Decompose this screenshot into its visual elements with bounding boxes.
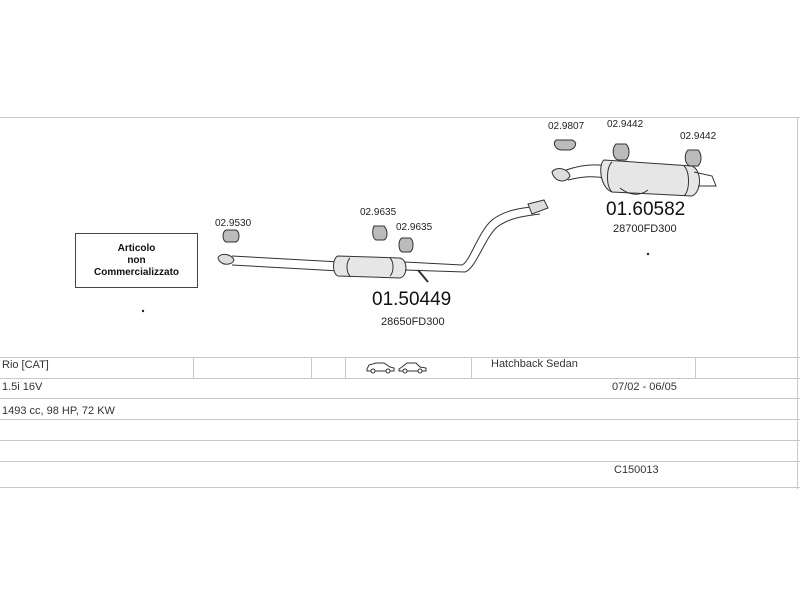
rear-flange: [551, 168, 571, 182]
dot-marker-b: [646, 252, 650, 256]
row-divider-5: [0, 440, 800, 441]
car-hatchback-icon: [366, 362, 395, 374]
body-types: Hatchback Sedan: [491, 358, 578, 370]
top-border: [0, 117, 800, 118]
tail-pipe: [693, 171, 717, 187]
col-divider-1: [193, 357, 194, 378]
part-code-02-9635-b[interactable]: 02.9635: [396, 222, 433, 233]
col-divider-4: [471, 357, 472, 378]
rear-muffler: [600, 159, 700, 197]
hanger-02-9442-b: [684, 149, 702, 167]
car-sedan-icon: [398, 362, 427, 374]
engine-specs: 1493 cc, 98 HP, 72 KW: [2, 405, 115, 417]
note-line-3: Commercializzato: [93, 266, 180, 278]
production-years: 07/02 - 06/05: [612, 381, 677, 393]
front-flange: [217, 253, 235, 265]
body-type-icons: [366, 360, 428, 377]
note-line-1: Articolo: [117, 242, 156, 254]
kit-code[interactable]: C150013: [614, 464, 659, 476]
col-divider-3: [345, 357, 346, 378]
part-code-02-9635-a[interactable]: 02.9635: [360, 207, 397, 218]
middle-muffler: [333, 255, 407, 279]
note-line-2: non: [127, 254, 146, 266]
part-code-02-9442-b[interactable]: 02.9442: [680, 131, 717, 142]
row-divider-6: [0, 461, 800, 462]
vehicle-model: Rio [CAT]: [2, 359, 49, 371]
engine: 1.5i 16V: [2, 381, 43, 393]
rear-pipe: [565, 164, 607, 181]
hanger-02-9635-b: [398, 237, 414, 253]
part-code-02-9442-a[interactable]: 02.9442: [607, 119, 644, 130]
part-number-rear[interactable]: 01.60582: [606, 199, 686, 220]
hanger-02-9807: [553, 139, 577, 151]
dot-marker-a: [141, 309, 145, 313]
part-code-02-9530[interactable]: 02.9530: [215, 218, 252, 229]
hanger-02-9635-a: [372, 225, 388, 241]
hanger-02-9442-a: [612, 143, 630, 161]
middle-pipe: [404, 205, 541, 273]
oem-number-middle: 28650FD300: [381, 316, 445, 328]
front-pipe: [231, 255, 341, 272]
not-commercialized-box: Articolo non Commercializzato: [75, 233, 198, 288]
oem-number-rear: 28700FD300: [613, 223, 677, 235]
part-number-middle[interactable]: 01.50449: [372, 289, 452, 310]
row-divider-4: [0, 419, 800, 420]
mid-flange: [527, 199, 549, 215]
row-divider-2: [0, 378, 800, 379]
hanger-02-9530: [222, 229, 240, 243]
row-divider-1: [0, 357, 800, 358]
part-code-02-9807[interactable]: 02.9807: [548, 121, 585, 132]
col-divider-2: [311, 357, 312, 378]
right-border: [797, 117, 798, 489]
row-divider-3: [0, 398, 800, 399]
row-divider-7: [0, 487, 800, 488]
col-divider-5: [695, 357, 696, 378]
